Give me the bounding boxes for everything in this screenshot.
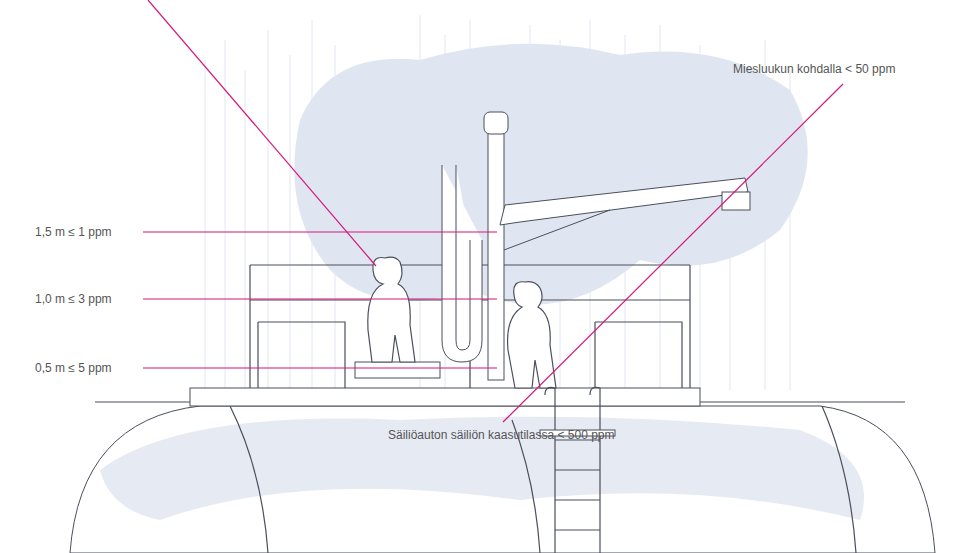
vapour-streaks (205, 15, 790, 390)
loading-arm (442, 112, 750, 380)
platform-deck (190, 388, 700, 406)
tank (70, 402, 935, 553)
leader-line (143, 367, 497, 368)
worker-right (508, 282, 556, 388)
leader-line (503, 84, 843, 422)
background-vapour (205, 15, 808, 390)
measurement-note: Miesluukun kohdalla < 50 ppm (733, 62, 895, 76)
leader-line (148, 0, 376, 266)
height-limit: 1,5 m ≤ 1 ppm (35, 225, 112, 239)
tank-body (70, 406, 935, 553)
leader-line (143, 298, 497, 299)
vapour-pipe (442, 165, 482, 362)
riser-cap (484, 112, 508, 134)
riser-pipe (488, 130, 504, 380)
ladder (540, 387, 615, 553)
arm-brace (504, 210, 610, 250)
tank-seams (230, 406, 856, 553)
tank-shading (100, 417, 864, 520)
arm-boom (500, 178, 748, 225)
leader-line (143, 231, 497, 232)
measurement-note: Säiliöauton säiliön kaasutilassa < 500 p… (388, 428, 614, 442)
standing-block (355, 362, 440, 378)
arm-head (722, 192, 750, 210)
ladder-frame (545, 387, 600, 553)
worker-left (368, 257, 415, 362)
height-limit: 1,0 m ≤ 3 ppm (35, 292, 112, 306)
height-limit: 0,5 m ≤ 5 ppm (35, 361, 112, 375)
